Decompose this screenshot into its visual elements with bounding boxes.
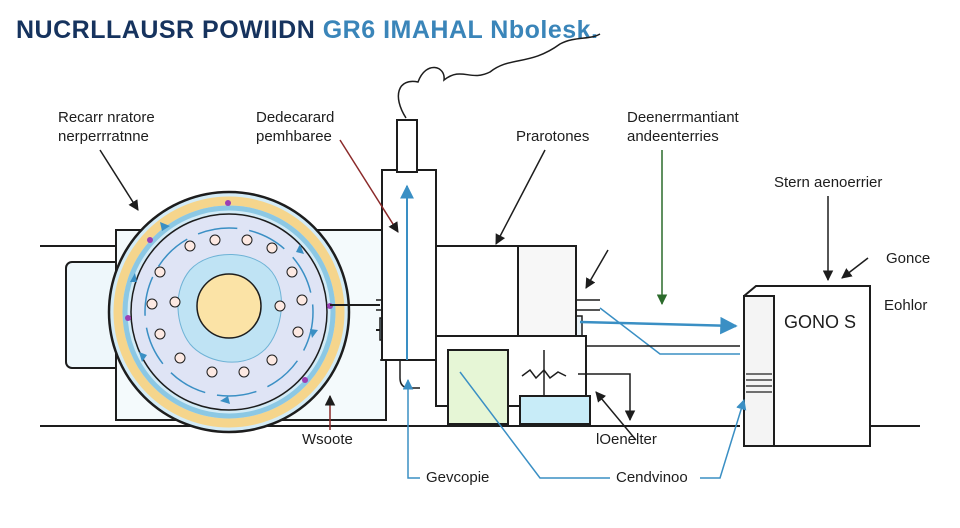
label-wsoote: Wsoote	[302, 431, 353, 448]
condenser	[447, 349, 591, 425]
label-determined-line1: Deenerrmantiant	[627, 109, 739, 126]
label-determined-line2: andeenterries	[627, 128, 719, 145]
label-condvinoo: Cendvinoo	[616, 469, 688, 486]
label-dedicated: Dedecarard pemhbaree	[256, 108, 334, 146]
label-reactor-line2: nerperrratnne	[58, 128, 149, 145]
label-reactor: Recarr nratore nerperrratnne	[58, 108, 155, 146]
label-steam: Stern aenoerrier	[774, 174, 883, 191]
label-reactor-line1: Recarr nratore	[58, 109, 155, 126]
generator-box	[743, 285, 871, 447]
flow-arrows	[578, 307, 740, 422]
label-prarotones: Prarotones	[516, 128, 590, 145]
title-part-1: NUCRLLAUSR POWIIDN	[16, 16, 316, 44]
label-dedicated-line2: pemhbaree	[256, 128, 332, 145]
leader-arrows	[99, 139, 869, 479]
reactor-vessel	[107, 190, 351, 434]
label-generator: lOenelter	[596, 431, 657, 448]
generator-box-label: GONO S	[784, 312, 857, 332]
label-dedicated-line1: Dedecarard	[256, 109, 335, 126]
title-part-2: GR6 IMAHAL	[322, 16, 483, 44]
title-part-3: Nbolesk.	[490, 16, 599, 44]
label-determined: Deenerrmantiant andeenterries	[627, 108, 739, 146]
diagram-title: NUCRLLAUSR POWIIDN GR6 IMAHAL Nbolesk.	[16, 16, 598, 45]
label-gevcopie: Gevcopie	[426, 469, 490, 486]
label-gonce: Gonce	[886, 250, 931, 267]
steam-tower	[381, 33, 601, 361]
label-eohlor: Eohlor	[884, 297, 928, 314]
